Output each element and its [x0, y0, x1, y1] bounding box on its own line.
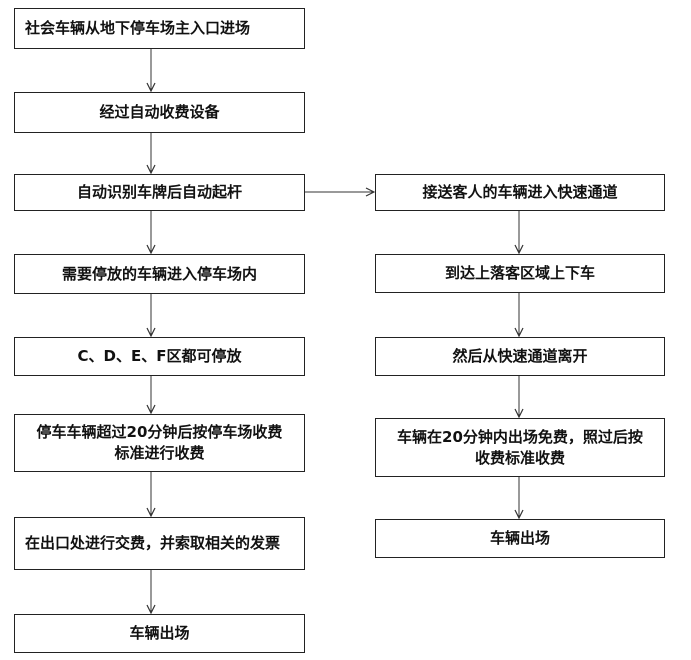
- step-label: 停车车辆超过20分钟后按停车场收费标准进行收费: [36, 423, 283, 462]
- branch-box-4: 车辆在20分钟内出场免费，照过后按收费标准收费: [375, 418, 665, 477]
- step-box-5: C、D、E、F区都可停放: [14, 337, 305, 376]
- branch-box-5: 车辆出场: [375, 519, 665, 558]
- step-box-4: 需要停放的车辆进入停车场内: [14, 254, 305, 294]
- step-label: 然后从快速通道离开: [452, 347, 588, 365]
- step-label: 在出口处进行交费，并索取相关的发票: [25, 534, 281, 552]
- step-box-7: 在出口处进行交费，并索取相关的发票: [14, 517, 305, 570]
- branch-box-1: 接送客人的车辆进入快速通道: [375, 174, 665, 211]
- branch-box-2: 到达上落客区域上下车: [375, 254, 665, 293]
- step-box-8: 车辆出场: [14, 614, 305, 653]
- step-label: 接送客人的车辆进入快速通道: [422, 183, 618, 201]
- step-box-3: 自动识别车牌后自动起杆: [14, 174, 305, 211]
- step-label: 车辆出场: [489, 529, 550, 547]
- step-label: 自动识别车牌后自动起杆: [76, 183, 242, 201]
- step-label: C、D、E、F区都可停放: [77, 347, 242, 365]
- step-box-1: 社会车辆从地下停车场主入口进场: [14, 8, 305, 49]
- step-label: 到达上落客区域上下车: [444, 264, 595, 282]
- step-box-2: 经过自动收费设备: [14, 92, 305, 133]
- step-label: 车辆在20分钟内出场免费，照过后按收费标准收费: [397, 427, 643, 467]
- branch-box-3: 然后从快速通道离开: [375, 337, 665, 376]
- step-label: 需要停放的车辆进入停车场内: [61, 264, 257, 283]
- step-label: 社会车辆从地下停车场主入口进场: [25, 19, 251, 37]
- step-box-6: 停车车辆超过20分钟后按停车场收费标准进行收费: [14, 414, 305, 472]
- step-label: 车辆出场: [129, 624, 190, 642]
- step-label: 经过自动收费设备: [99, 103, 220, 121]
